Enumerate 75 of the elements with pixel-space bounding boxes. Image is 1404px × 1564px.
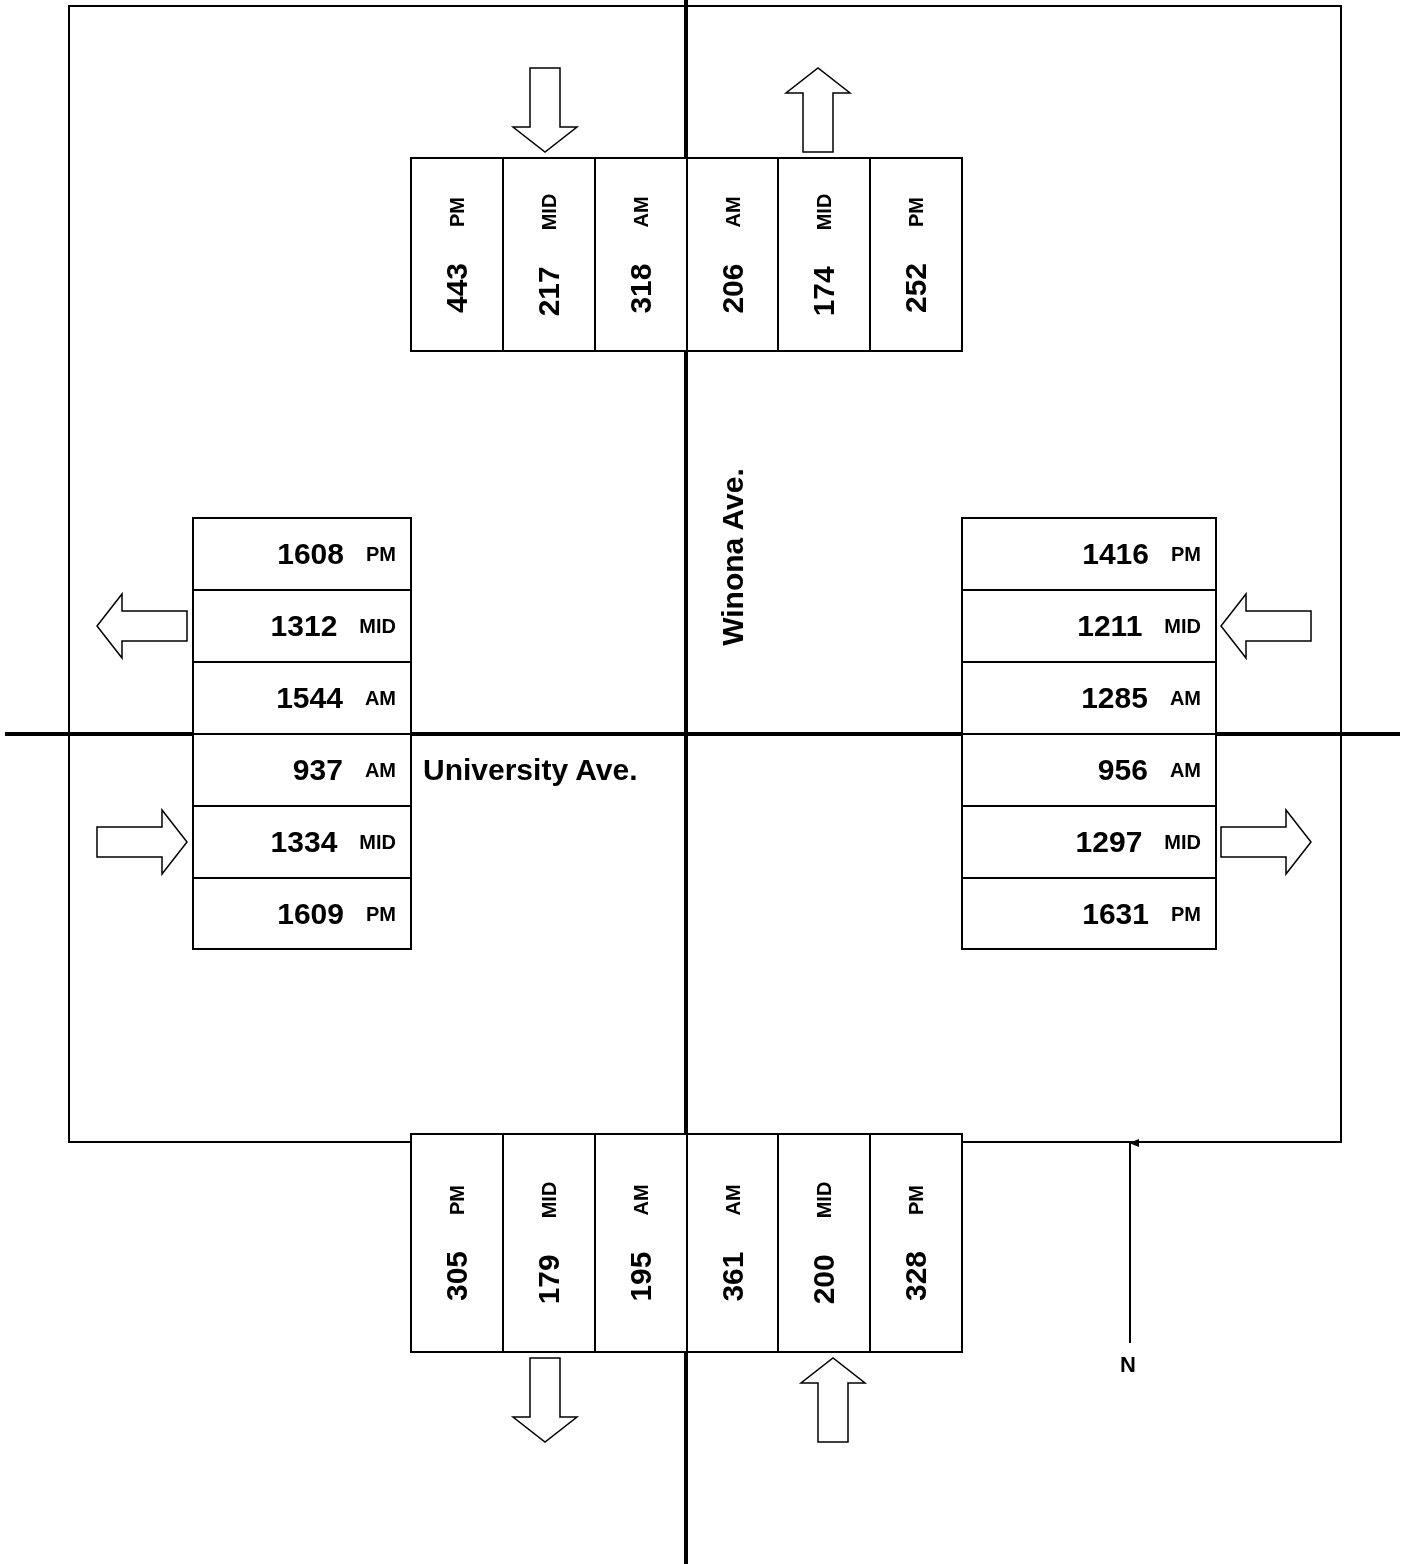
count-cell xyxy=(594,157,688,352)
count-cell xyxy=(686,157,779,352)
count-value: 252 xyxy=(901,262,931,313)
count-value: 200 xyxy=(809,1254,839,1305)
period-label: PM xyxy=(447,196,467,227)
count-value: 1334 xyxy=(270,827,338,857)
count-cell xyxy=(961,733,1217,807)
count-value: 305 xyxy=(442,1250,472,1302)
period-label: PM xyxy=(906,196,926,227)
period-label: AM xyxy=(722,1184,743,1216)
north-label: N xyxy=(1120,1354,1136,1376)
period-label: AM xyxy=(1169,760,1201,780)
count-value: 328 xyxy=(901,1250,931,1302)
count-cell xyxy=(192,805,412,879)
count-value: 206 xyxy=(717,263,748,314)
period-label: PM xyxy=(1171,903,1201,924)
count-value: 1608 xyxy=(277,539,344,569)
count-value: 1297 xyxy=(1075,827,1143,857)
count-cell xyxy=(777,157,871,352)
period-label: MID xyxy=(539,193,559,230)
count-value: 179 xyxy=(534,1254,564,1305)
count-cell xyxy=(869,157,963,352)
street-name: Winona Ave. xyxy=(718,468,748,646)
period-label: AM xyxy=(722,195,743,227)
count-cell xyxy=(502,157,596,352)
period-label: PM xyxy=(366,903,396,924)
count-value: 195 xyxy=(626,1251,656,1302)
period-label: MID xyxy=(1164,832,1201,852)
count-value: 361 xyxy=(717,1251,748,1302)
period-label: AM xyxy=(631,195,651,227)
count-value: 443 xyxy=(442,262,472,313)
count-value: 1285 xyxy=(1081,683,1148,713)
count-cell xyxy=(410,157,504,352)
count-value: 217 xyxy=(534,265,564,316)
count-cell xyxy=(961,589,1217,663)
period-label: MID xyxy=(539,1181,559,1219)
count-cell xyxy=(192,589,412,663)
count-cell xyxy=(192,661,412,735)
count-cell xyxy=(777,1133,871,1353)
period-label: PM xyxy=(1171,544,1201,564)
period-label: MID xyxy=(359,832,396,852)
count-cell xyxy=(594,1133,688,1353)
period-label: MID xyxy=(1164,616,1201,636)
count-value: 318 xyxy=(626,263,656,314)
count-value: 1211 xyxy=(1077,611,1143,641)
period-label: MID xyxy=(814,1181,834,1219)
count-cell xyxy=(869,1133,963,1353)
period-label: AM xyxy=(1169,688,1201,708)
count-value: 1544 xyxy=(276,683,343,713)
period-label: AM xyxy=(364,760,396,780)
count-value: 937 xyxy=(292,755,343,785)
street-name: University Ave. xyxy=(423,755,638,785)
period-label: PM xyxy=(447,1184,467,1215)
count-cell xyxy=(192,877,412,950)
count-cell xyxy=(686,1133,779,1353)
count-value: 1416 xyxy=(1082,539,1149,569)
period-label: PM xyxy=(906,1184,926,1215)
period-label: PM xyxy=(366,544,396,564)
count-cell xyxy=(410,1133,504,1353)
count-cell xyxy=(961,517,1217,591)
period-label: AM xyxy=(364,688,396,708)
period-label: MID xyxy=(814,193,834,230)
count-cell xyxy=(961,877,1217,950)
count-cell xyxy=(192,517,412,591)
count-value: 1609 xyxy=(277,898,344,929)
count-cell xyxy=(961,805,1217,879)
count-cell xyxy=(192,733,412,807)
count-cell xyxy=(502,1133,596,1353)
count-value: 174 xyxy=(809,265,839,316)
count-value: 1312 xyxy=(270,611,338,641)
count-cell xyxy=(961,661,1217,735)
count-value: 1631 xyxy=(1082,898,1149,929)
period-label: MID xyxy=(359,616,396,636)
count-value: 956 xyxy=(1097,755,1148,785)
period-label: AM xyxy=(631,1184,651,1216)
